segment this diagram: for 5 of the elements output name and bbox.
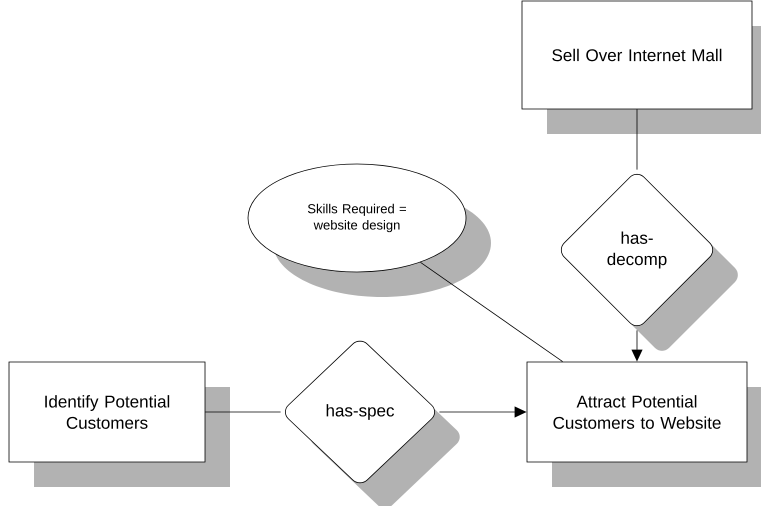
process-box: Identify Potential Customers xyxy=(8,362,230,487)
connector xyxy=(420,262,563,362)
process-box: Attract Potential Customers to Website xyxy=(526,362,761,487)
connector xyxy=(636,109,638,170)
process-box: Sell Over Internet Mall xyxy=(522,0,761,134)
